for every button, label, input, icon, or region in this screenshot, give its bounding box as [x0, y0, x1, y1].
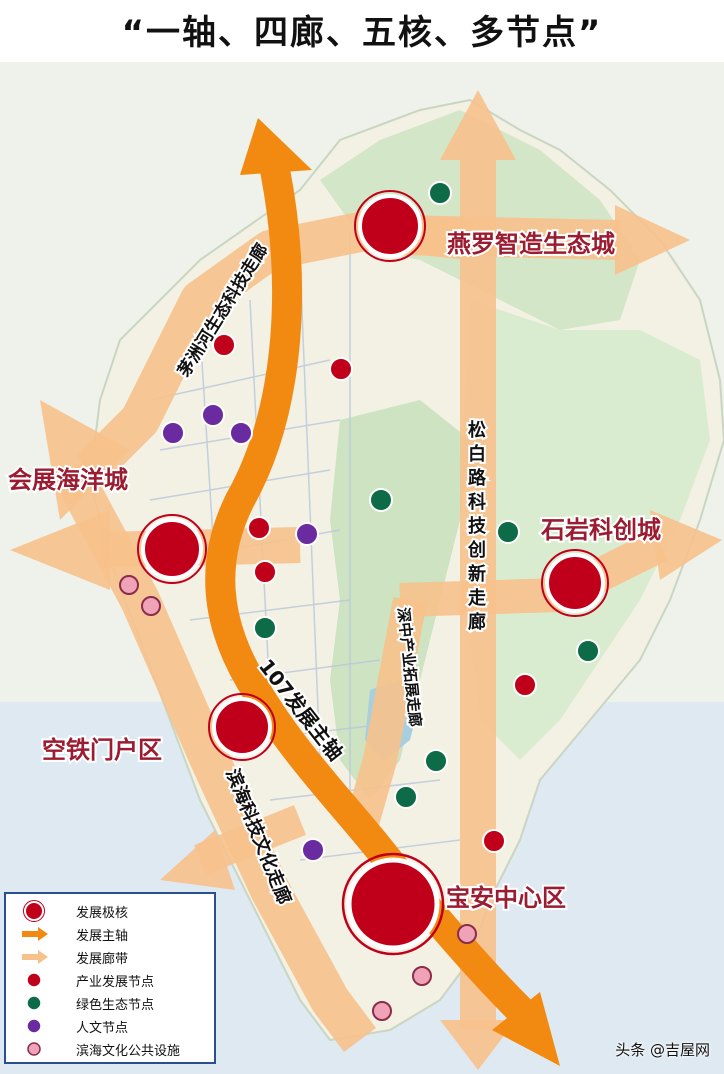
coastal-node — [372, 1001, 392, 1021]
coastal-node — [412, 966, 432, 986]
core-icon — [23, 900, 45, 922]
green-node — [496, 520, 520, 544]
corridor-shiyan-head — [650, 510, 722, 580]
legend-label: 滨海文化公共设施 — [76, 1044, 181, 1059]
industry-node-layer — [212, 333, 537, 853]
core-shiyan-ring — [541, 549, 609, 617]
legend-label: 发展极核 — [76, 906, 129, 921]
legend-item-green: 绿色生态节点 — [16, 992, 212, 1014]
core-shiyan — [545, 553, 605, 613]
culture-node — [301, 838, 325, 862]
label-huizhan: 会展海洋城 — [8, 466, 128, 494]
industry-node — [482, 829, 506, 853]
songbai-char: 走 — [468, 588, 486, 609]
source-credit: 头条 @吉屋网 — [615, 1041, 710, 1059]
legend-item-industry: 产业发展节点 — [16, 969, 212, 991]
green-node — [369, 488, 393, 512]
industry-node — [513, 673, 537, 697]
songbai-char: 白 — [468, 443, 486, 465]
core-yanluo — [358, 194, 422, 258]
industry-node — [212, 333, 236, 357]
culture-node-layer — [161, 403, 325, 862]
label-yanluo: 燕罗智造生态城 — [447, 230, 615, 258]
corridor-shenzhong — [343, 596, 427, 835]
coastal-node — [141, 596, 161, 616]
legend-label: 人文节点 — [76, 1021, 129, 1036]
main-axis-head-north — [240, 118, 312, 175]
core-layer — [137, 190, 609, 956]
culture-node — [295, 522, 319, 546]
corridor-kongtie-west-head — [160, 830, 235, 890]
legend-label: 发展廊带 — [76, 952, 129, 967]
green-node — [424, 749, 448, 773]
songbai-char: 新 — [468, 563, 486, 585]
legend-label: 产业发展节点 — [76, 975, 155, 990]
industry-node — [247, 516, 271, 540]
songbai-char: 科 — [468, 491, 486, 513]
coastal-node-icon — [27, 1042, 41, 1056]
corridor-maozhouhe-east-head — [615, 205, 690, 275]
label-corridor-songbai: 松 白 路 科 技 创 新 走 廊 — [467, 419, 492, 633]
map-title: “一轴、四廊、五核、多节点” — [121, 13, 603, 53]
core-baoan-ring — [341, 852, 445, 956]
core-yanluo-ring — [354, 190, 426, 262]
green-node-icon — [26, 995, 42, 1011]
main-axis-head-south — [492, 992, 560, 1066]
green-node — [576, 639, 600, 663]
legend-item-main-axis: 发展主轴 — [16, 923, 212, 945]
industry-node — [253, 560, 277, 584]
green-node — [253, 616, 277, 640]
core-baoan — [346, 857, 440, 951]
district-map: 燕罗智造生态城 会展海洋城 石岩科创城 空铁门户区 宝安中心区 107发展主轴 … — [0, 62, 724, 1074]
industry-node — [329, 357, 353, 381]
label-shiyan: 石岩科创城 — [540, 516, 661, 544]
core-label-layer: 燕罗智造生态城 会展海洋城 石岩科创城 空铁门户区 宝安中心区 — [6, 228, 663, 914]
green-node-layer — [253, 181, 600, 809]
legend-item-culture: 人文节点 — [16, 1015, 212, 1037]
songbai-char: 路 — [468, 467, 487, 489]
songbai-char: 廊 — [468, 611, 486, 633]
songbai-char: 创 — [467, 539, 486, 561]
culture-node — [229, 421, 253, 445]
legend-label: 发展主轴 — [76, 929, 129, 944]
songbai-char: 松 — [468, 419, 486, 441]
corridor-arrow-icon — [22, 950, 48, 964]
legend-item-corridor: 发展廊带 — [16, 946, 212, 968]
culture-node-icon — [26, 1018, 42, 1034]
coastal-node — [119, 575, 139, 595]
coastal-node — [457, 924, 477, 944]
legend-label: 绿色生态节点 — [76, 998, 155, 1013]
culture-node — [201, 403, 225, 427]
legend-item-core: 发展极核 — [16, 900, 212, 922]
culture-node — [161, 421, 185, 445]
corridor-songbai-head-top — [440, 90, 516, 160]
songbai-char: 技 — [468, 515, 487, 537]
corridor-maozhouhe-east — [399, 215, 621, 260]
main-axis-arrow-icon — [22, 927, 48, 941]
core-kongtie-ring — [208, 693, 276, 761]
green-node — [394, 785, 418, 809]
coastal-node-layer — [119, 575, 477, 1021]
label-kongtie: 空铁门户区 — [42, 736, 162, 764]
legend: 发展极核 发展主轴 发展廊带 产业发展节点 绿色生态节点 人文节点 — [4, 892, 216, 1064]
legend-item-coastal: 滨海文化公共设施 — [16, 1038, 212, 1060]
core-kongtie — [212, 697, 272, 757]
green-area-east — [460, 300, 710, 760]
label-baoan: 宝安中心区 — [446, 884, 566, 912]
core-huizhan — [141, 518, 203, 580]
industry-node-icon — [26, 972, 42, 988]
core-huizhan-ring — [137, 514, 207, 584]
green-node — [428, 181, 452, 205]
